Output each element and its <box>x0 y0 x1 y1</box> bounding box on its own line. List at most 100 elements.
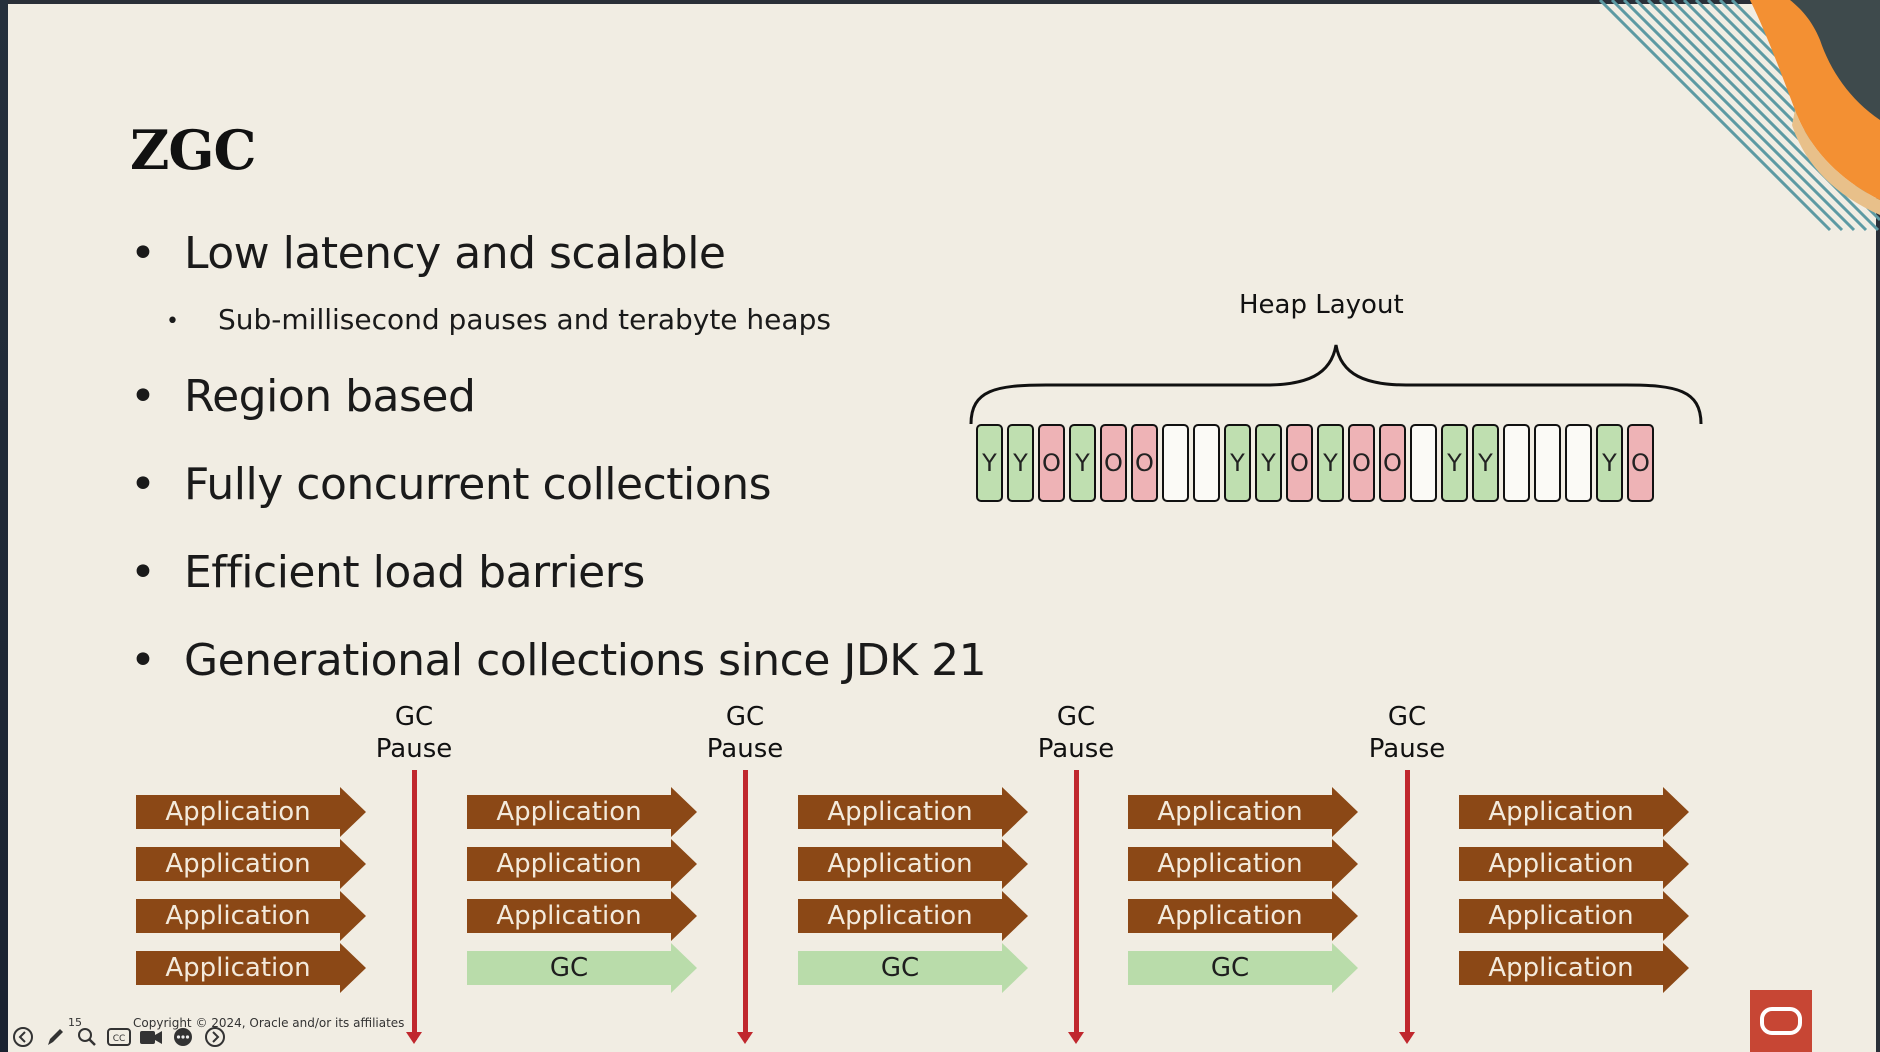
forward-icon[interactable] <box>202 1024 228 1050</box>
bullet-load-barriers: • Efficient load barriers <box>130 547 645 598</box>
bullet-dot: • <box>130 228 156 279</box>
bullet-text: Generational collections since JDK 21 <box>184 635 987 686</box>
heap-region-free <box>1410 424 1437 502</box>
captions-icon[interactable]: CC <box>106 1024 132 1050</box>
application-thread-arrow: Application <box>1128 891 1358 941</box>
corner-decoration <box>1598 0 1880 232</box>
svg-text:CC: CC <box>113 1034 126 1044</box>
gc-pause-label-line2: Pause <box>1037 734 1115 764</box>
pen-icon[interactable] <box>42 1024 68 1050</box>
application-thread-arrow: Application <box>1128 787 1358 837</box>
heap-region-free <box>1162 424 1189 502</box>
more-icon[interactable] <box>170 1024 196 1050</box>
page-number: 15 <box>68 1016 82 1029</box>
bullet-dot: • <box>130 635 156 686</box>
heap-region-free <box>1503 424 1530 502</box>
application-thread-arrow: Application <box>136 839 366 889</box>
bullet-dot: • <box>130 547 156 598</box>
application-thread-arrow: Application <box>1128 839 1358 889</box>
heap-region-old: O <box>1627 424 1654 502</box>
gc-pause-arrowhead <box>1068 1032 1084 1044</box>
bullet-text: Low latency and scalable <box>184 228 726 279</box>
heap-region-young: Y <box>1596 424 1623 502</box>
application-thread-arrow: Application <box>798 839 1028 889</box>
application-thread-arrow: Application <box>136 891 366 941</box>
gc-pause-label-line1: GC <box>1056 702 1096 732</box>
presentation-toolbar: CC <box>10 1022 228 1052</box>
application-thread-arrow: Application <box>467 787 697 837</box>
heap-layout-label: Heap Layout <box>1239 290 1404 320</box>
application-thread-arrow: Application <box>1459 839 1689 889</box>
heap-region-young: Y <box>1472 424 1499 502</box>
bullet-dot: • <box>166 308 179 334</box>
back-icon[interactable] <box>10 1024 36 1050</box>
heap-region-old: O <box>1379 424 1406 502</box>
gc-thread-arrow: GC <box>798 943 1028 993</box>
sub-bullet-pauses: • Sub-millisecond pauses and terabyte hea… <box>166 303 831 336</box>
heap-region-old: O <box>1038 424 1065 502</box>
search-icon[interactable] <box>74 1024 100 1050</box>
gc-pause-label-line1: GC <box>725 702 765 732</box>
bullet-dot: • <box>130 459 156 510</box>
bullet-text: Region based <box>184 371 476 422</box>
gc-pause-label-line1: GC <box>394 702 434 732</box>
gc-pause-arrowhead <box>737 1032 753 1044</box>
bullet-dot: • <box>130 371 156 422</box>
heap-region-young: Y <box>1441 424 1468 502</box>
heap-region-young: Y <box>1317 424 1344 502</box>
heap-region-free <box>1565 424 1592 502</box>
heap-region-young: Y <box>1224 424 1251 502</box>
bullet-text: Fully concurrent collections <box>184 459 772 510</box>
heap-region-free <box>1534 424 1561 502</box>
camera-icon[interactable] <box>138 1024 164 1050</box>
oracle-logo-mark <box>1760 1007 1802 1035</box>
heap-region-young: Y <box>1069 424 1096 502</box>
gc-thread-arrow: GC <box>467 943 697 993</box>
heap-region-old: O <box>1286 424 1313 502</box>
bullet-region-based: • Region based <box>130 371 476 422</box>
heap-brace <box>969 344 1703 425</box>
bullet-concurrent: • Fully concurrent collections <box>130 459 772 510</box>
application-thread-arrow: Application <box>798 891 1028 941</box>
gc-pause-line <box>1074 770 1079 1040</box>
bullet-text: Efficient load barriers <box>184 547 645 598</box>
slide-title: ZGC <box>130 118 257 182</box>
bullet-generational: • Generational collections since JDK 21 <box>130 635 987 686</box>
application-thread-arrow: Application <box>467 839 697 889</box>
heap-region-young: Y <box>976 424 1003 502</box>
heap-region-old: O <box>1131 424 1158 502</box>
copyright: Copyright © 2024, Oracle and/or its affi… <box>133 1016 405 1030</box>
gc-pause-arrowhead <box>406 1032 422 1044</box>
gc-pause-line <box>412 770 417 1040</box>
gc-pause-line <box>743 770 748 1040</box>
application-thread-arrow: Application <box>1459 943 1689 993</box>
gc-pause-label-line1: GC <box>1387 702 1427 732</box>
gc-pause-label-line2: Pause <box>375 734 453 764</box>
heap-region-old: O <box>1100 424 1127 502</box>
oracle-logo <box>1750 990 1812 1052</box>
gc-pause-label-line2: Pause <box>1368 734 1446 764</box>
gc-thread-arrow: GC <box>1128 943 1358 993</box>
heap-region-young: Y <box>1255 424 1282 502</box>
heap-region-young: Y <box>1007 424 1034 502</box>
application-thread-arrow: Application <box>1459 891 1689 941</box>
window-top-edge <box>0 0 1880 4</box>
application-thread-arrow: Application <box>1459 787 1689 837</box>
heap-region-free <box>1193 424 1220 502</box>
gc-pause-line <box>1405 770 1410 1040</box>
application-thread-arrow: Application <box>136 943 366 993</box>
window-right-edge <box>1876 0 1880 1052</box>
window-left-edge <box>0 0 8 1052</box>
application-thread-arrow: Application <box>467 891 697 941</box>
gc-pause-label-line2: Pause <box>706 734 784 764</box>
bullet-low-latency: • Low latency and scalable <box>130 228 726 279</box>
sub-bullet-text: Sub-millisecond pauses and terabyte heap… <box>218 303 831 336</box>
application-thread-arrow: Application <box>136 787 366 837</box>
gc-pause-arrowhead <box>1399 1032 1415 1044</box>
